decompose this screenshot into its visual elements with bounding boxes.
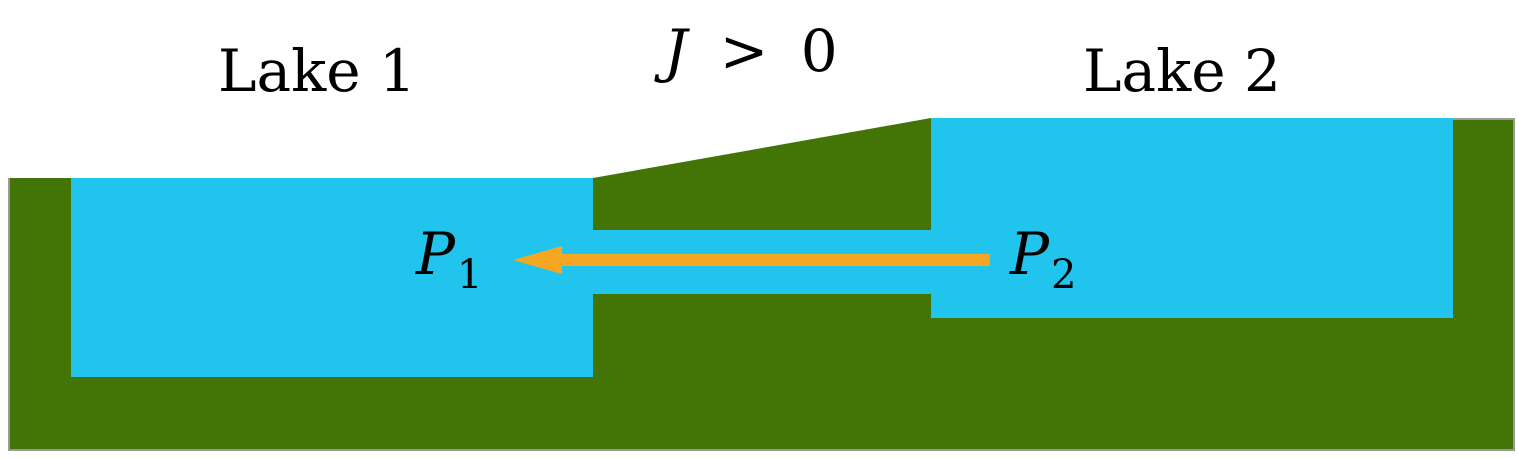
p2-symbol: P: [1010, 220, 1050, 288]
flux-value: 0: [800, 17, 838, 85]
flux-condition: J > 0: [664, 22, 838, 80]
lake-1-label: Lake 1: [218, 37, 416, 105]
flux-symbol: J: [664, 17, 688, 85]
flux-relation: >: [719, 17, 769, 85]
p1-subscript: 1: [457, 252, 483, 298]
lake-2-water: [931, 118, 1453, 318]
p2-subscript: 2: [1051, 252, 1077, 298]
p1-label: P1: [416, 225, 482, 295]
flux-arrow-icon: [513, 246, 990, 274]
p1-symbol: P: [416, 220, 456, 288]
p2-label: P2: [1010, 225, 1076, 295]
lake-2-label: Lake 2: [1083, 37, 1281, 105]
lake-1-water: [71, 178, 593, 377]
